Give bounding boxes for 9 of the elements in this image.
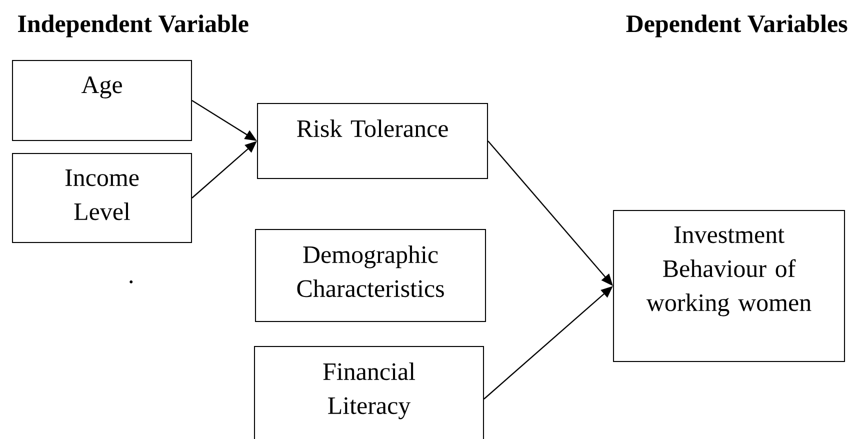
variable-box: Risk Tolerance: [257, 103, 488, 179]
variable-box: Investment Behaviour of working women: [613, 210, 845, 362]
heading: Dependent Variables: [626, 14, 848, 38]
variable-box: Income Level: [12, 153, 192, 243]
dot: .: [130, 280, 133, 284]
heading: Independent Variable: [18, 14, 248, 38]
variable-box: Age: [12, 60, 192, 141]
variable-box: Financial Literacy: [254, 346, 484, 439]
variable-box: Demographic Characteristics: [255, 229, 486, 322]
